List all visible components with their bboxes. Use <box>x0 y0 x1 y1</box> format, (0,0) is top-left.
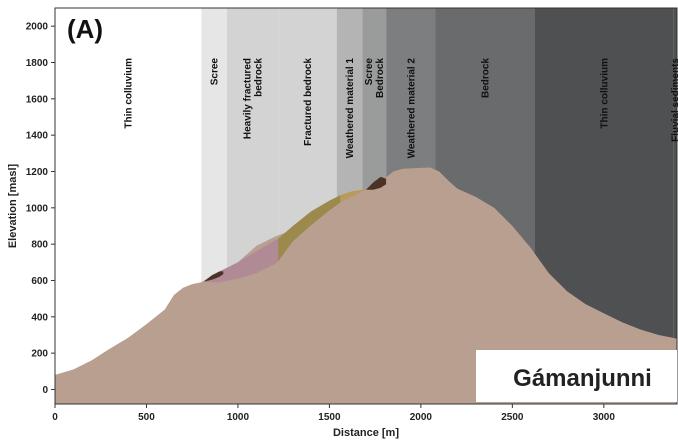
zone-label-2: Heavily fracturedbedrock <box>243 58 265 140</box>
x-tick-label-5: 2500 <box>501 412 524 423</box>
x-tick-label-4: 2000 <box>410 412 433 423</box>
x-tick-label-6: 3000 <box>593 412 616 423</box>
y-tick-label-5: 1000 <box>26 203 49 214</box>
y-axis-label: Elevation [masl] <box>7 163 19 248</box>
y-tick-label-10: 2000 <box>26 22 49 33</box>
x-axis-ticks: 0 500 1000 1500 2000 2500 3000 <box>52 404 615 423</box>
x-tick-label-3: 1500 <box>318 412 341 423</box>
y-axis-ticks: 0 200 400 600 800 1000 1200 1400 1600 1800 2000 <box>26 22 55 396</box>
zone-label-7: Bedrock <box>480 58 491 98</box>
y-tick-label-8: 1600 <box>26 94 49 105</box>
zone-labels: Thin colluvium Scree Heavily fracturedbedr… <box>124 58 678 159</box>
zone-label-1: Scree <box>210 58 221 86</box>
site-name: Gámanjunni <box>513 365 652 392</box>
y-tick-label-6: 1200 <box>26 167 49 178</box>
x-axis-label: Distance [m] <box>333 427 399 439</box>
site-name-box: Gámanjunni <box>476 350 677 402</box>
x-tick-label-0: 0 <box>52 412 58 423</box>
zone-label-9: Fluvial sediments <box>671 58 678 142</box>
plot-frame <box>54 7 678 405</box>
deposit-olive <box>278 195 341 262</box>
zone-band-9 <box>673 8 677 404</box>
panel-label: (A) <box>67 14 103 44</box>
y-tick-label-1: 200 <box>31 349 48 360</box>
deposit-yellow <box>340 189 366 203</box>
y-tick-label-3: 600 <box>31 276 48 287</box>
terrain-profile <box>55 167 677 404</box>
y-tick-label-2: 400 <box>31 312 48 323</box>
zone-label-4: Weathered material 1 <box>345 58 356 159</box>
deposit-scree-left <box>205 271 224 282</box>
y-tick-label-9: 1800 <box>26 58 49 69</box>
deposit-layer <box>201 176 387 283</box>
y-tick-label-0: 0 <box>42 385 48 396</box>
zone-label-8: Thin colluvium <box>599 58 610 129</box>
deposit-scree-right <box>366 176 387 190</box>
zone-label-6: Weathered material 2 <box>406 58 417 159</box>
y-tick-label-7: 1400 <box>26 131 49 142</box>
x-tick-label-1: 500 <box>138 412 155 423</box>
zone-label-5: ScreeBedrock <box>364 58 386 98</box>
zone-label-0: Thin colluvium <box>124 58 135 129</box>
zone-label-3: Fractured bedrock <box>303 58 314 146</box>
x-tick-label-2: 1000 <box>227 412 250 423</box>
y-tick-label-4: 800 <box>31 240 48 251</box>
terrain-layer <box>55 167 677 404</box>
